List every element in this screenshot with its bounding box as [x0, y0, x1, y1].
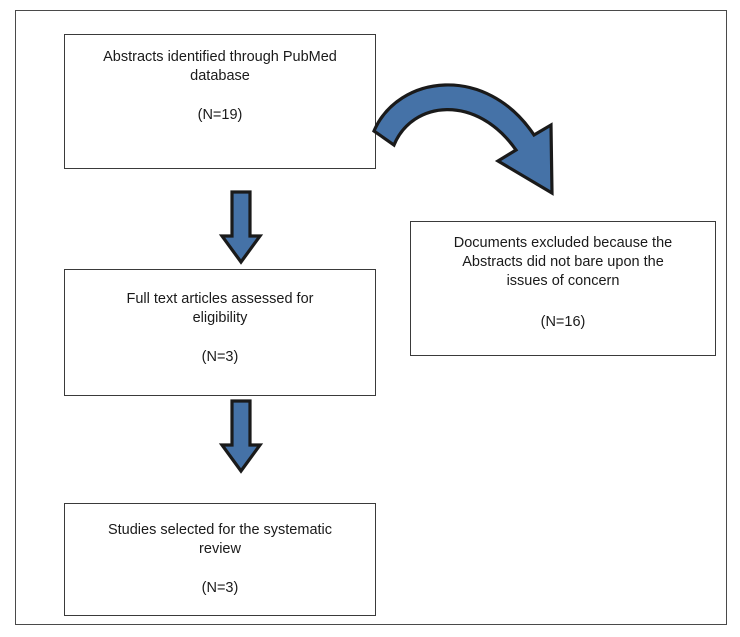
flow-box-selected-title: Studies selected for the systematic revi…	[107, 522, 333, 558]
curved-arrow-icon-identified-to-excluded	[372, 83, 554, 196]
flow-box-identified-count: (N=19)	[197, 107, 243, 124]
flow-box-fulltext: Full text articles assessed for eligibil…	[64, 269, 376, 396]
down-arrow-icon-identified-to-fulltext	[218, 190, 264, 265]
flow-box-selected-count: (N=3)	[201, 580, 239, 597]
figure-frame: Abstracts identified through PubMed data…	[15, 10, 727, 625]
flow-box-selected: Studies selected for the systematic revi…	[64, 503, 376, 616]
flow-box-fulltext-count: (N=3)	[201, 349, 239, 366]
flow-box-fulltext-title: Full text articles assessed for eligibil…	[126, 291, 314, 327]
flow-box-identified-title: Abstracts identified through PubMed data…	[103, 49, 337, 85]
flow-box-excluded-count: (N=16)	[540, 314, 586, 331]
flow-box-identified: Abstracts identified through PubMed data…	[64, 34, 376, 169]
flow-box-excluded-title: Documents excluded because the Abstracts…	[453, 235, 673, 290]
down-arrow-icon-fulltext-to-selected	[218, 399, 264, 474]
flow-box-excluded: Documents excluded because the Abstracts…	[410, 221, 716, 356]
